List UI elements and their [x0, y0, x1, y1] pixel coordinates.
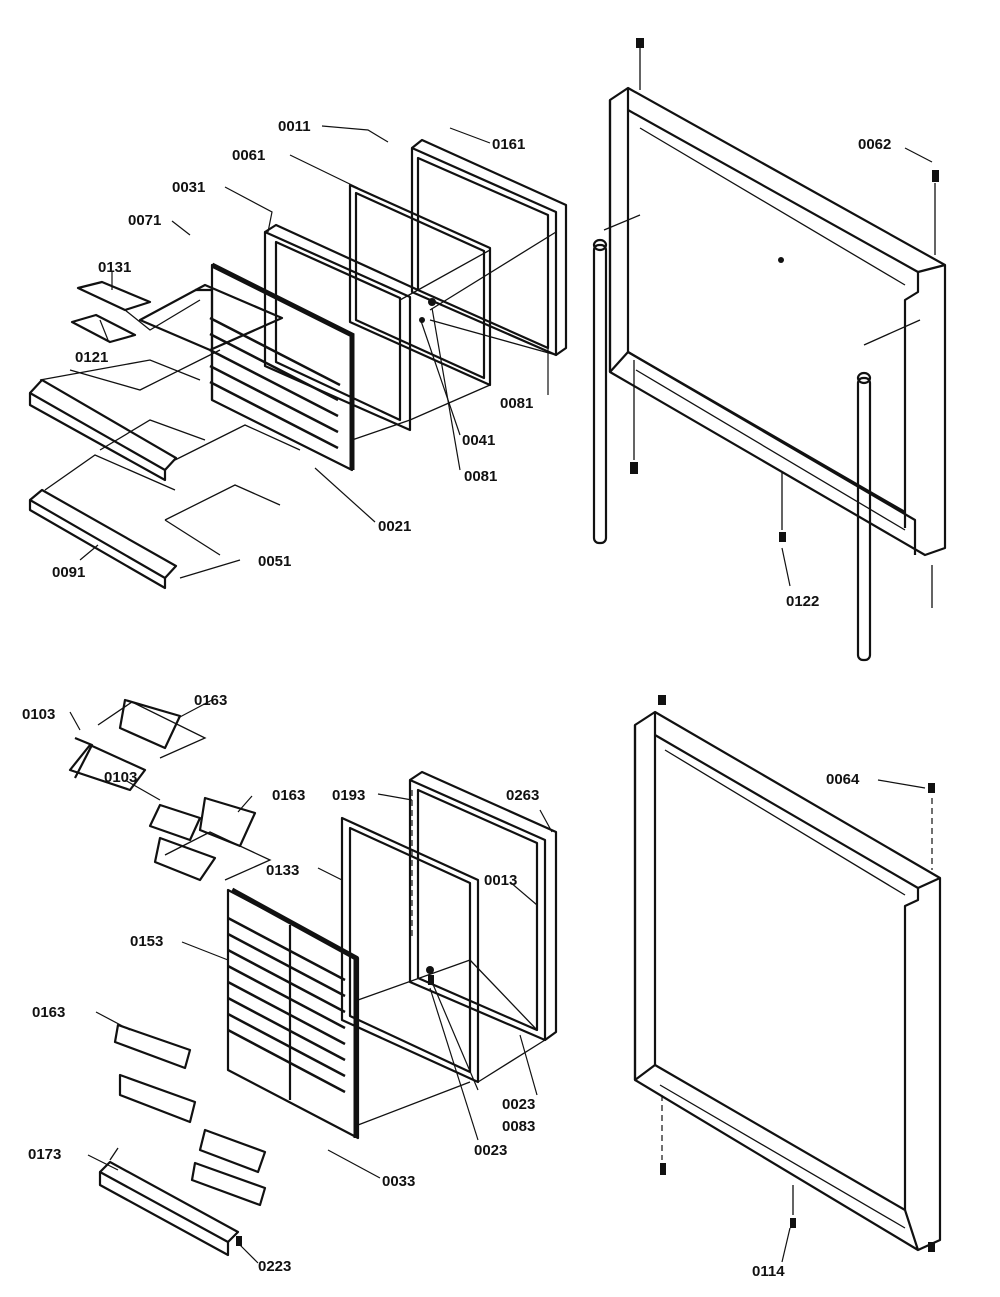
callout-0064: 0064	[826, 771, 860, 788]
callout-0161: 0161	[492, 136, 525, 153]
callout-0103-lower: 0103	[104, 769, 137, 786]
leader-lines	[69, 125, 933, 1264]
callout-0163-lower: 0163	[32, 1004, 65, 1021]
lower-door-frame	[633, 695, 942, 1252]
callout-0071: 0071	[128, 212, 161, 229]
callout-0103-upper: 0103	[22, 706, 55, 723]
callout-0131: 0131	[98, 259, 131, 276]
callout-0062: 0062	[858, 136, 891, 153]
callout-0121: 0121	[75, 349, 108, 366]
callout-0133: 0133	[266, 862, 299, 879]
lower-inner-door-assembly	[68, 698, 558, 1257]
callout-0031: 0031	[172, 179, 205, 196]
upper-inner-door-assembly	[28, 138, 568, 590]
callout-0153: 0153	[130, 933, 163, 950]
callout-0173: 0173	[28, 1146, 61, 1163]
callout-0051: 0051	[258, 553, 291, 570]
callout-0114: 0114	[752, 1263, 785, 1280]
callout-0083: 0083	[502, 1118, 535, 1135]
callout-0193: 0193	[332, 787, 365, 804]
callout-0223: 0223	[258, 1258, 291, 1275]
callout-0023-left: 0023	[474, 1142, 507, 1159]
callout-0163-middle: 0163	[272, 787, 305, 804]
callout-0013: 0013	[484, 872, 517, 889]
callout-0023-right: 0023	[502, 1096, 535, 1113]
callout-0091: 0091	[52, 564, 85, 581]
callout-0033: 0033	[382, 1173, 415, 1190]
upper-door-frame	[592, 38, 947, 662]
callout-0021: 0021	[378, 518, 411, 535]
callout-0061: 0061	[232, 147, 265, 164]
callout-0122: 0122	[786, 593, 819, 610]
callout-0081-upper: 0081	[500, 395, 533, 412]
callout-labels: 0011 0161 0061 0031 0071 0131 0121 0081 …	[22, 118, 891, 1280]
callout-0011: 0011	[278, 118, 311, 135]
callout-0081-lower: 0081	[464, 468, 497, 485]
callout-0163-upper: 0163	[194, 692, 227, 709]
callout-0263: 0263	[506, 787, 539, 804]
callout-0041: 0041	[462, 432, 495, 449]
